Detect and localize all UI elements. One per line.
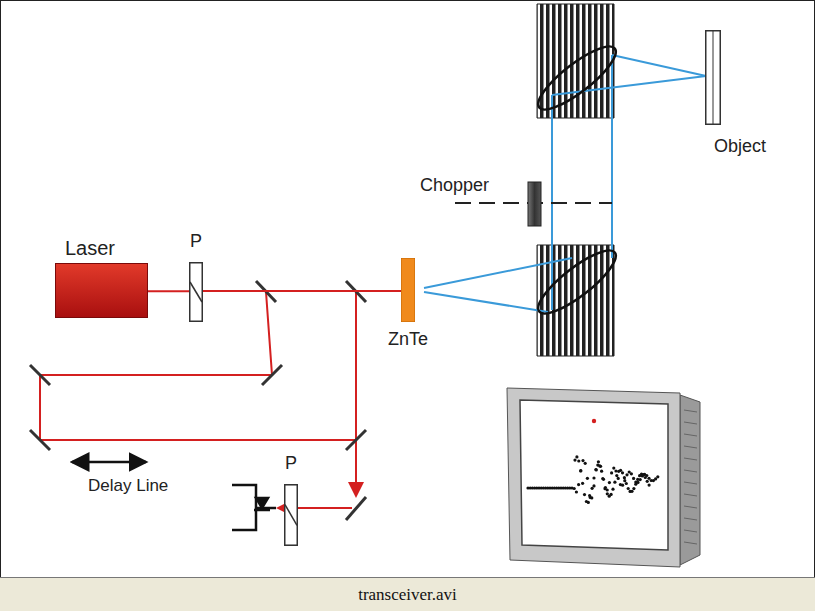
parabolic-mirror <box>537 4 614 356</box>
object-sample-shape <box>705 30 721 125</box>
component-label: Object <box>714 135 766 157</box>
component-label: P <box>285 452 297 474</box>
znte-crystal-shape <box>401 258 415 322</box>
polarizer-shape <box>284 484 298 546</box>
photodiode <box>232 485 276 530</box>
component-label: Laser <box>65 236 115 260</box>
beam-connector <box>148 290 189 292</box>
beam-connector <box>203 290 401 292</box>
component-label: P <box>190 230 202 252</box>
laser-source-shape <box>55 263 148 318</box>
delay-line-label: Delay Line <box>88 476 168 496</box>
object-sample: Object <box>700 30 766 157</box>
polarizer: P <box>189 230 203 322</box>
znte-crystal: ZnTe <box>388 258 428 350</box>
component-label: ZnTe <box>388 328 428 350</box>
mirror-face <box>531 37 624 322</box>
caption: transceiver.avi <box>358 585 457 605</box>
monitor <box>507 388 700 567</box>
laser-source: Laser <box>55 236 148 318</box>
chopper-label: Chopper <box>420 175 489 196</box>
laser-beam <box>40 292 356 508</box>
delay-arrow <box>72 461 146 464</box>
polarizer: P <box>284 452 298 546</box>
polarizer-shape <box>189 262 203 322</box>
caption-bar: transceiver.avi <box>0 577 815 611</box>
